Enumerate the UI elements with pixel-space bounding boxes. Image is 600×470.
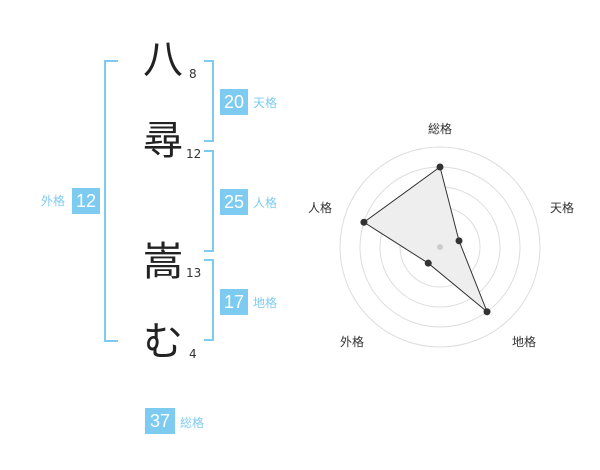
tenkaku-label: 天格	[253, 96, 278, 110]
axis-label-jinkaku: 人格	[308, 200, 332, 215]
soukaku-label: 総格	[180, 416, 205, 430]
tenkaku-bracket	[204, 60, 214, 142]
stroke-count-2: 12	[186, 147, 202, 161]
stroke-count-1: 8	[189, 67, 197, 81]
jinkaku-bracket	[204, 150, 214, 252]
gaikaku-badge: 12	[72, 188, 100, 214]
gaikaku-bracket	[104, 60, 118, 342]
radar-area	[363, 166, 488, 313]
gaikaku-label: 外格	[41, 194, 66, 208]
axis-label-gaikaku: 外格	[340, 334, 364, 349]
radar-point-5	[360, 218, 368, 226]
chikaku-badge: 17	[220, 289, 248, 315]
jinkaku-label: 人格	[253, 196, 278, 210]
name-char-4: む	[143, 319, 183, 365]
stroke-count-3: 13	[186, 266, 202, 280]
radar-point-1	[436, 163, 444, 171]
jinkaku-badge: 25	[220, 189, 248, 215]
radar-point-4	[424, 259, 432, 267]
axis-label-tenkaku: 天格	[550, 200, 574, 215]
radar-point-3	[483, 308, 491, 316]
name-char-1: 八	[143, 37, 183, 83]
radar-ring	[339, 146, 541, 348]
axis-label-soukaku: 総格	[428, 121, 452, 136]
radar-point-2	[455, 237, 463, 245]
name-char-2: 尋	[143, 118, 183, 164]
soukaku-badge: 37	[145, 408, 175, 434]
name-char-3: 嵩	[143, 239, 183, 285]
radar-chart: 総格 天格 地格 外格 人格	[308, 121, 574, 349]
tenkaku-badge: 20	[220, 89, 248, 115]
radar-center	[437, 244, 443, 250]
chikaku-bracket	[204, 259, 214, 341]
axis-label-chikaku: 地格	[512, 334, 536, 349]
stroke-count-4: 4	[189, 347, 197, 361]
chikaku-label: 地格	[253, 296, 278, 310]
